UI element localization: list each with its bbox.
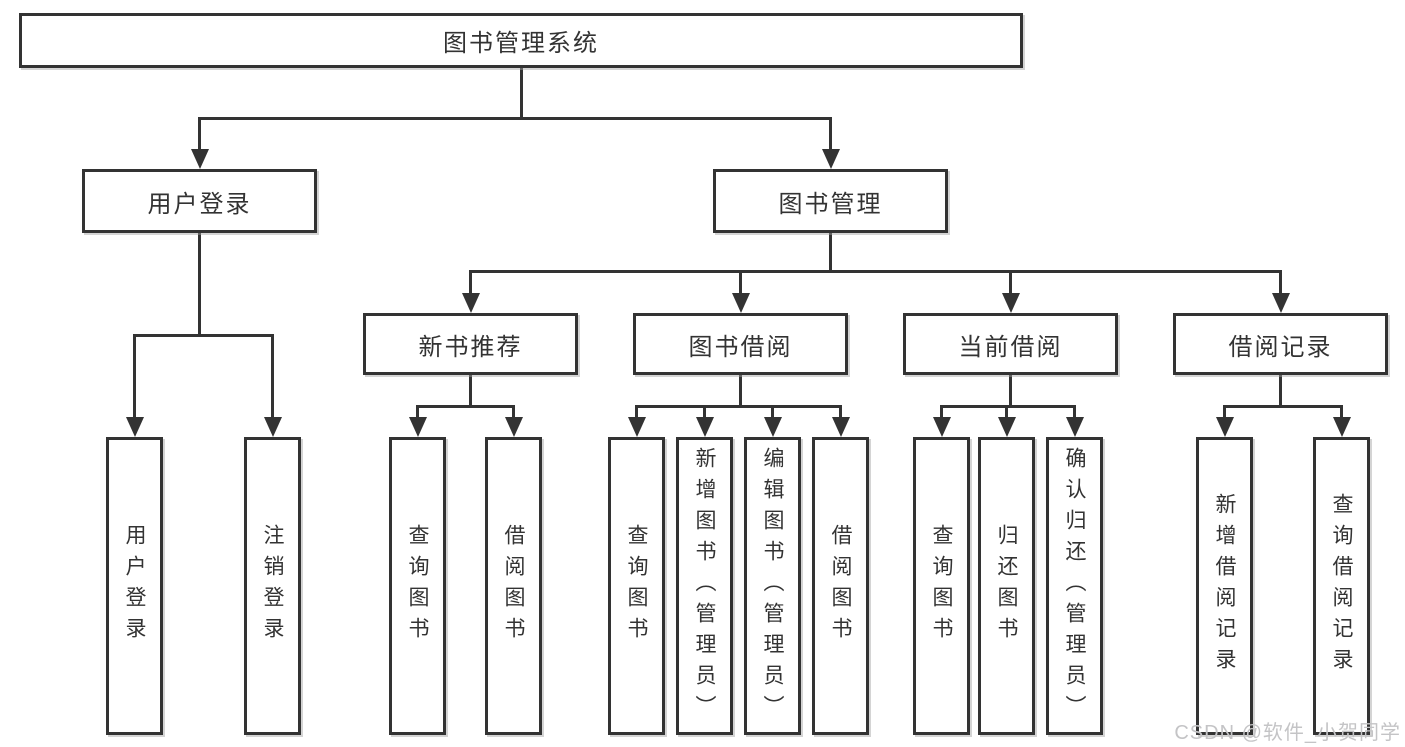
arrow-head-icon xyxy=(627,417,646,437)
connector-line-vertical xyxy=(1279,271,1282,295)
arrow-head-icon xyxy=(1271,293,1290,313)
connector-line-vertical xyxy=(1279,375,1282,406)
node-root: 图书管理系统 xyxy=(19,13,1023,68)
connector-line-vertical xyxy=(1223,406,1226,419)
connector-line-horizontal xyxy=(1223,404,1343,408)
node-leaf-cb-return: 归还图书 xyxy=(978,437,1035,735)
node-leaf-logout: 注销登录 xyxy=(244,437,301,735)
node-leaf-bb-add: 新增图书（管理员） xyxy=(676,437,733,735)
connector-line-vertical xyxy=(1009,375,1012,406)
node-book-borrow: 图书借阅 xyxy=(633,313,848,375)
node-label: 查询图书 xyxy=(625,524,648,648)
node-leaf-bb-borrow: 借阅图书 xyxy=(812,437,869,735)
connector-line-vertical xyxy=(198,233,201,335)
connector-line-vertical xyxy=(1340,406,1343,419)
node-book-mgmt: 图书管理 xyxy=(713,169,948,233)
connector-line-vertical xyxy=(703,406,706,419)
arrow-head-icon xyxy=(763,417,782,437)
connector-line-vertical xyxy=(469,271,472,295)
connector-line-horizontal xyxy=(469,269,1282,273)
node-leaf-bb-edit: 编辑图书（管理员） xyxy=(744,437,801,735)
node-label: 图书借阅 xyxy=(688,333,793,361)
node-label: 借阅图书 xyxy=(829,524,852,648)
node-borrow-records: 借阅记录 xyxy=(1173,313,1388,375)
arrow-head-icon xyxy=(932,417,951,437)
connector-line-vertical xyxy=(271,335,274,419)
node-label: 查询图书 xyxy=(930,524,953,648)
node-label: 当前借阅 xyxy=(958,333,1063,361)
node-label: 查询借阅记录 xyxy=(1330,493,1353,679)
node-label: 查询图书 xyxy=(406,524,429,648)
node-label: 编辑图书（管理员） xyxy=(761,446,784,726)
arrow-head-icon xyxy=(997,417,1016,437)
node-label: 新增借阅记录 xyxy=(1213,493,1236,679)
node-leaf-bb-query: 查询图书 xyxy=(608,437,665,735)
arrow-head-icon xyxy=(1215,417,1234,437)
node-current-borrow: 当前借阅 xyxy=(903,313,1118,375)
arrow-head-icon xyxy=(461,293,480,313)
node-leaf-rec-query: 查询借阅记录 xyxy=(1313,437,1370,735)
node-label: 确认归还（管理员） xyxy=(1063,446,1086,726)
arrow-head-icon xyxy=(1001,293,1020,313)
arrow-head-icon xyxy=(504,417,523,437)
node-label: 借阅记录 xyxy=(1228,333,1333,361)
csdn-watermark: CSDN @软件_小贺同学 xyxy=(1174,722,1401,744)
arrow-head-icon xyxy=(695,417,714,437)
connector-line-vertical xyxy=(512,406,515,419)
connector-line-vertical xyxy=(198,118,201,151)
node-leaf-cb-confirm: 确认归还（管理员） xyxy=(1046,437,1103,735)
arrow-head-icon xyxy=(1065,417,1084,437)
connector-line-vertical xyxy=(1009,271,1012,295)
arrow-head-icon xyxy=(731,293,750,313)
node-leaf-rec-add: 新增借阅记录 xyxy=(1196,437,1253,735)
arrow-head-icon xyxy=(831,417,850,437)
node-leaf-nb-borrow: 借阅图书 xyxy=(485,437,542,735)
connector-line-vertical xyxy=(829,233,832,271)
arrow-head-icon xyxy=(190,149,209,169)
connector-line-vertical xyxy=(739,375,742,406)
node-label: 新书推荐 xyxy=(418,333,523,361)
connector-line-vertical xyxy=(940,406,943,419)
connector-line-horizontal xyxy=(133,333,274,337)
node-user-login: 用户登录 xyxy=(82,169,317,233)
connector-line-vertical xyxy=(519,68,523,118)
connector-line-vertical xyxy=(739,271,742,295)
node-label: 图书管理系统 xyxy=(443,30,599,57)
node-label: 归还图书 xyxy=(995,524,1018,648)
connector-line-horizontal xyxy=(635,404,842,408)
node-label: 注销登录 xyxy=(261,524,284,648)
node-label: 用户登录 xyxy=(123,524,146,648)
connector-line-vertical xyxy=(1005,406,1008,419)
node-label: 图书管理 xyxy=(778,190,883,218)
connector-line-horizontal xyxy=(198,116,832,120)
arrow-head-icon xyxy=(125,417,144,437)
node-new-book-rec: 新书推荐 xyxy=(363,313,578,375)
node-label: 用户登录 xyxy=(147,190,252,218)
arrow-head-icon xyxy=(1332,417,1351,437)
node-leaf-user-login: 用户登录 xyxy=(106,437,163,735)
connector-line-vertical xyxy=(829,118,832,151)
node-leaf-cb-query: 查询图书 xyxy=(913,437,970,735)
connector-line-vertical xyxy=(771,406,774,419)
node-label: 新增图书（管理员） xyxy=(693,446,716,726)
arrow-head-icon xyxy=(821,149,840,169)
connector-line-vertical xyxy=(133,335,136,419)
arrow-head-icon xyxy=(263,417,282,437)
connector-line-vertical xyxy=(1073,406,1076,419)
node-leaf-nb-query: 查询图书 xyxy=(389,437,446,735)
connector-line-vertical xyxy=(469,375,472,406)
arrow-head-icon xyxy=(408,417,427,437)
connector-line-horizontal xyxy=(416,404,515,408)
node-label: 借阅图书 xyxy=(502,524,525,648)
connector-line-horizontal xyxy=(940,404,1076,408)
connector-line-vertical xyxy=(635,406,638,419)
connector-line-vertical xyxy=(416,406,419,419)
connector-line-vertical xyxy=(839,406,842,419)
